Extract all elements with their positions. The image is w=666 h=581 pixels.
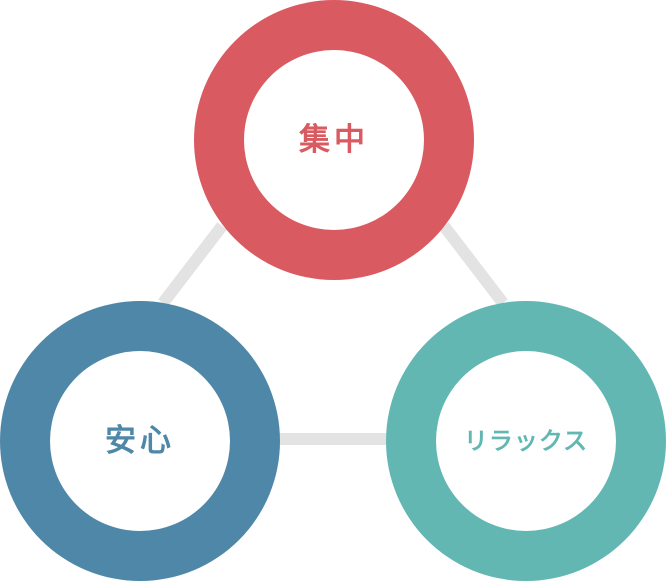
node-focus-inner <box>244 50 424 230</box>
connector-focus-relax <box>439 222 508 307</box>
node-relax-inner <box>436 351 616 531</box>
connector-focus-safety <box>158 222 227 307</box>
node-relax-label: リラックス <box>464 427 588 455</box>
node-relax: リラックス <box>386 301 666 581</box>
node-focus: 集中 <box>194 0 474 280</box>
node-safety: 安心 <box>0 301 280 581</box>
node-safety-inner <box>50 351 230 531</box>
node-safety-label: 安心 <box>105 423 175 459</box>
node-focus-label: 集中 <box>298 122 369 158</box>
connectors <box>158 222 508 445</box>
